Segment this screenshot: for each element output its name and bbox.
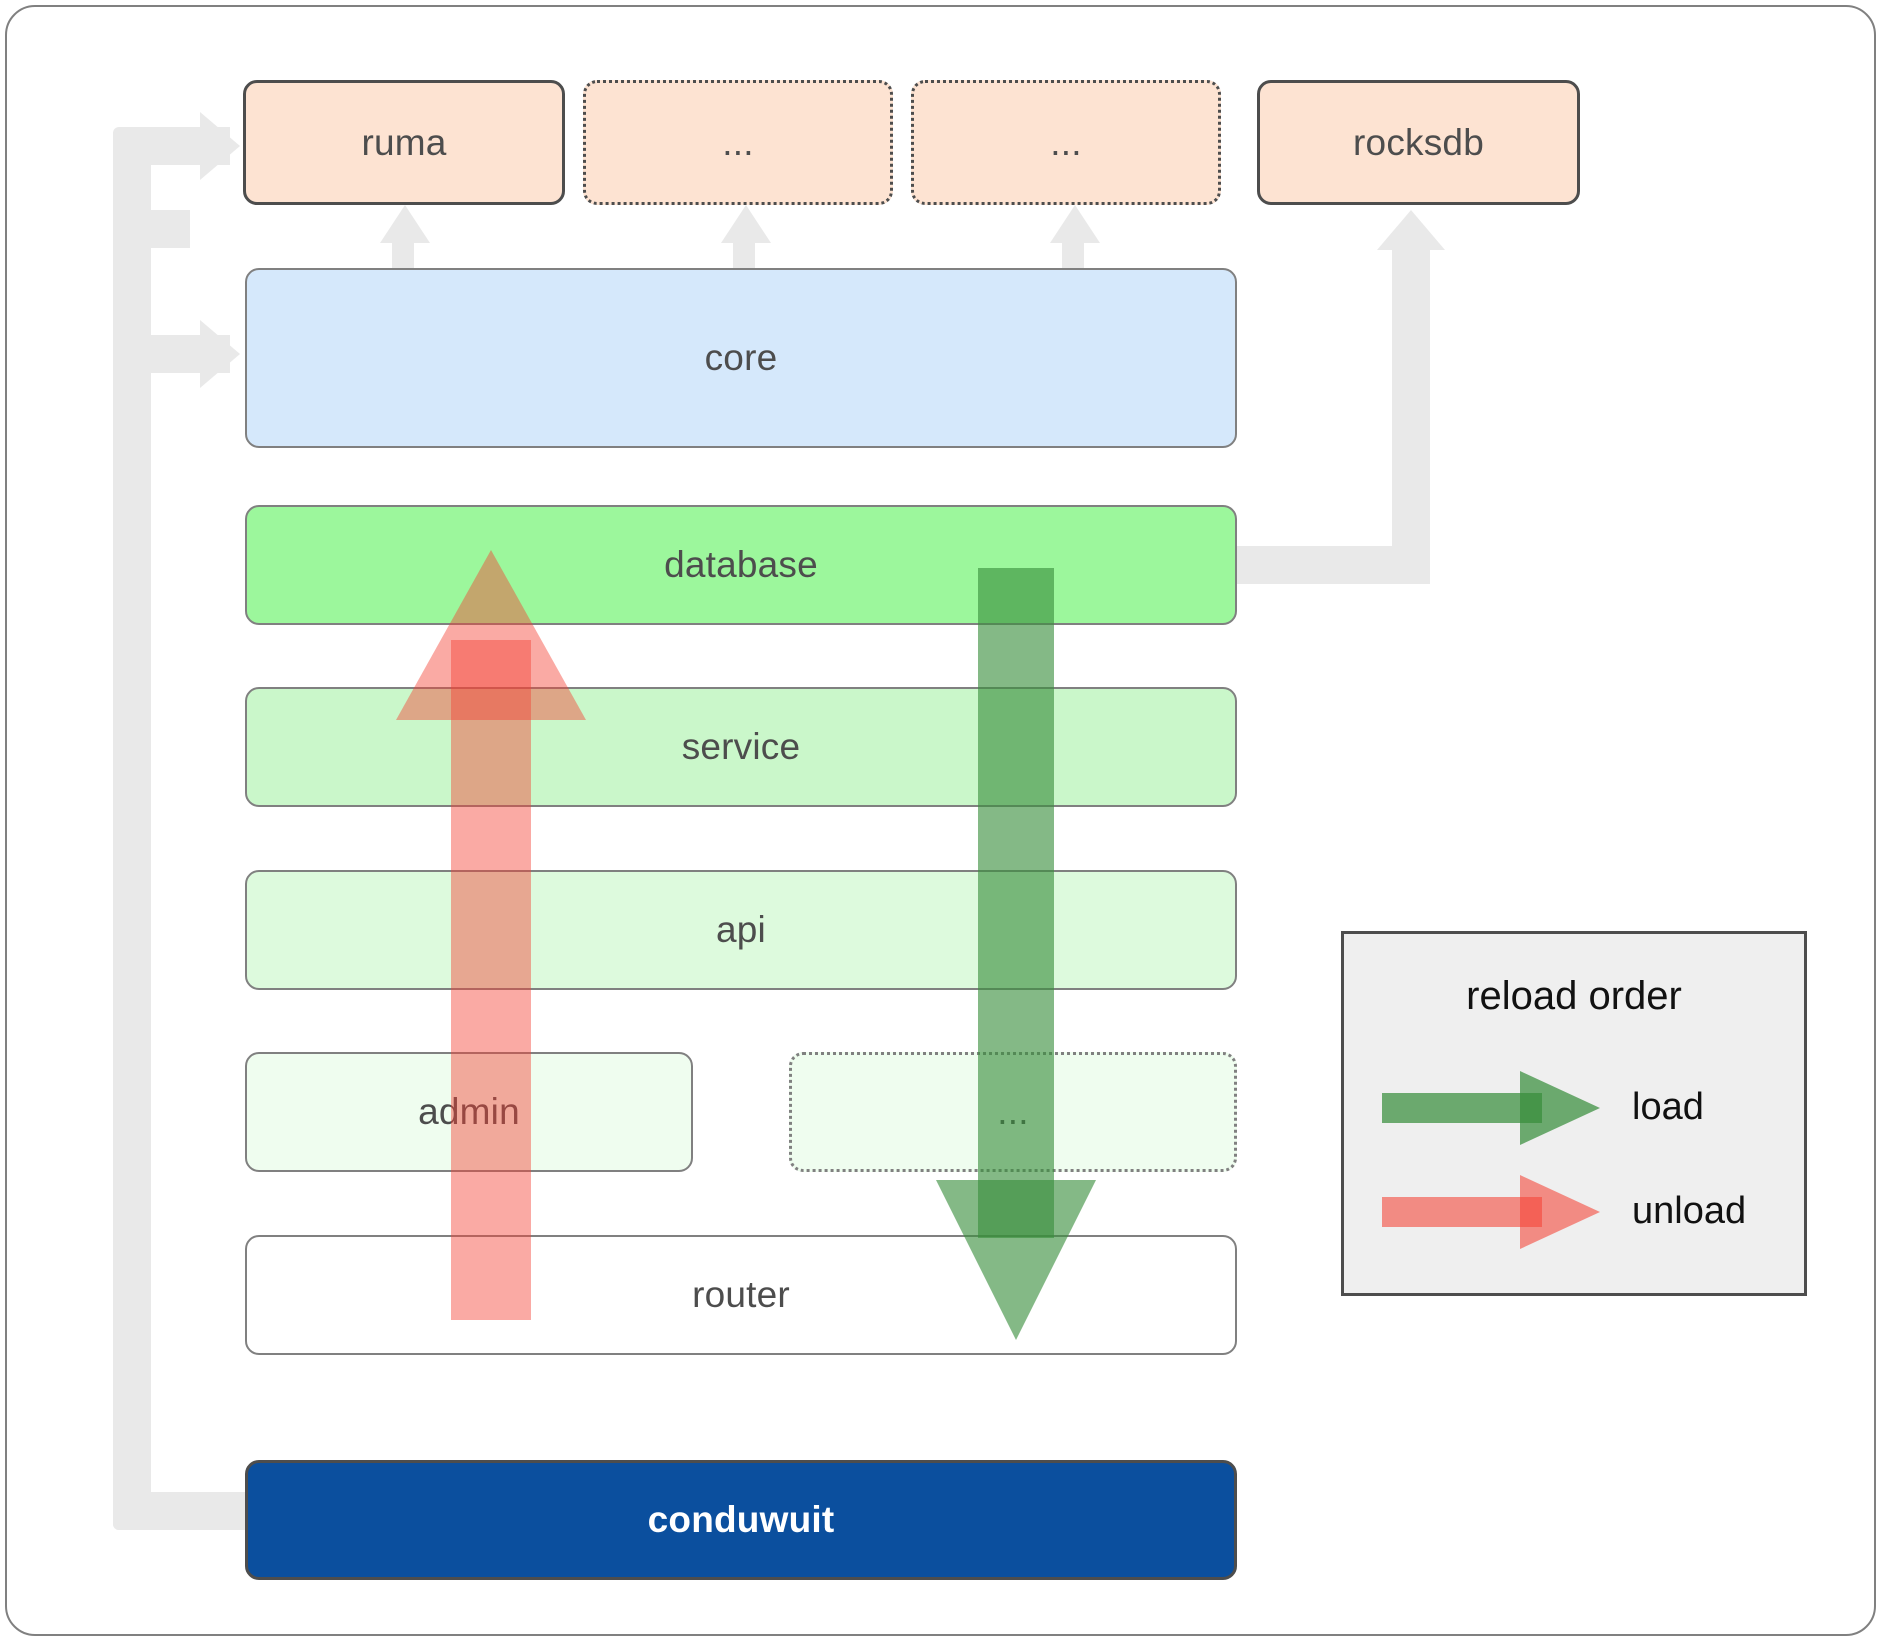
node-admin[interactable]: admin [245,1052,693,1172]
node-lib-dots-2-label: ... [1050,121,1082,163]
node-router-label: router [692,1274,790,1315]
legend-item-unload-label: unload [1632,1189,1747,1232]
node-lib-dots-2[interactable]: ... [911,80,1221,205]
legend-item-unload: unload [1382,1166,1782,1256]
unload-arrow-shaft [451,640,531,1320]
legend-item-load: load [1382,1062,1782,1152]
node-lib-dots-1[interactable]: ... [583,80,893,205]
diagram-frame [5,5,1876,1636]
connector-db-to-rocksdb-vertical [1392,250,1430,584]
node-ruma[interactable]: ruma [243,80,565,205]
connector-branch-ruma [145,210,190,248]
node-core-label: core [704,337,778,378]
node-core[interactable]: core [245,268,1237,448]
node-service[interactable]: service [245,687,1237,807]
connector-core-to-ruma-head [380,205,430,243]
node-database-label: database [664,544,818,585]
connector-arrowhead-core [200,320,240,388]
node-database[interactable]: database [245,505,1237,625]
load-legend-arrow-icon [1382,1067,1602,1147]
connector-core-to-dots1-head [721,205,771,243]
node-api-label: api [716,909,766,950]
node-ruma-label: ruma [361,121,447,163]
load-arrow-head [936,1180,1096,1340]
node-api[interactable]: api [245,870,1237,990]
node-rocksdb[interactable]: rocksdb [1257,80,1580,205]
connector-spine-left [113,130,151,1530]
legend-title: reload order [1466,974,1682,1018]
node-lib-dots-1-label: ... [722,121,754,163]
connector-core-to-dots2-head [1050,205,1100,243]
legend-panel: reload order load unload [1341,931,1807,1296]
legend-item-load-label: load [1632,1085,1704,1128]
node-admin-label: admin [418,1091,520,1132]
node-conduwuit[interactable]: conduwuit [245,1460,1237,1580]
connector-bottom-to-brand [113,1492,253,1530]
node-rocksdb-label: rocksdb [1353,121,1484,163]
connector-arrowhead-ruma [200,112,240,180]
load-arrow-shaft [978,568,1054,1238]
node-service-label: service [681,726,801,767]
node-conduwuit-label: conduwuit [647,1499,835,1540]
unload-arrow-head [396,550,586,720]
connector-db-to-rocksdb-horizontal [1230,546,1420,584]
unload-legend-arrow-icon [1382,1171,1602,1251]
connector-arrowhead-rocksdb [1377,210,1445,250]
